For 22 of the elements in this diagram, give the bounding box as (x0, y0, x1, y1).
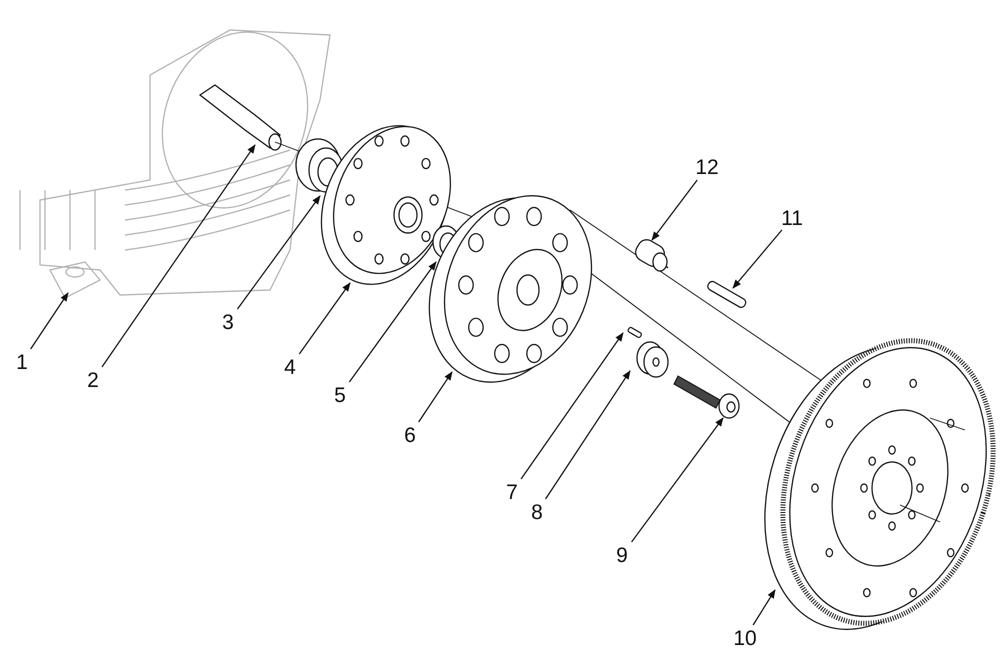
leader-line (752, 589, 776, 626)
callout-number: 5 (325, 383, 355, 407)
leader-line (30, 292, 68, 350)
leader-line (237, 195, 321, 310)
callout-number: 12 (692, 155, 722, 179)
leader-line (298, 282, 351, 354)
leader-line (651, 180, 698, 241)
leader-line (631, 417, 724, 542)
callout-number: 11 (777, 206, 807, 230)
leader-line (418, 371, 452, 422)
leader-line (348, 261, 437, 382)
callout-number: 6 (395, 423, 425, 447)
leader-line (732, 229, 782, 289)
leader-line (545, 370, 630, 500)
callout-number: 10 (730, 626, 760, 650)
leader-line (520, 332, 624, 480)
callout-number: 4 (275, 355, 305, 379)
callout-number: 2 (78, 368, 108, 392)
leader-line (101, 144, 256, 368)
callout-number: 9 (607, 543, 637, 567)
callout-number: 3 (213, 310, 243, 334)
callout-number: 1 (7, 350, 37, 374)
